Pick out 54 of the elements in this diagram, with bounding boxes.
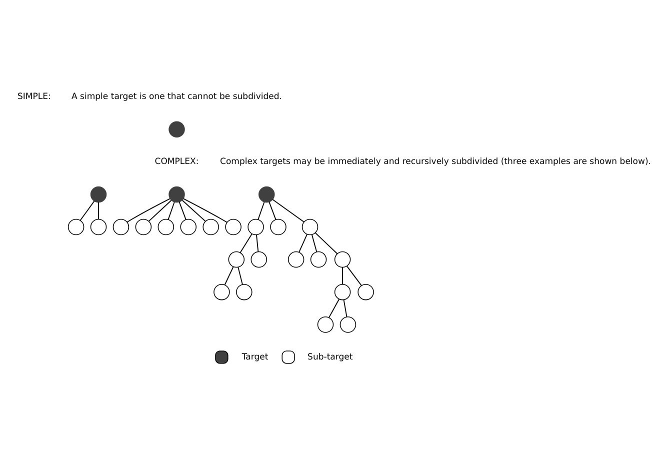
node-circle (202, 218, 219, 235)
node-circle (112, 218, 130, 235)
node-circle (310, 250, 327, 268)
connector (224, 266, 234, 285)
connector (343, 299, 348, 317)
connector (238, 266, 243, 284)
node-circle (334, 283, 351, 300)
connector (298, 233, 308, 252)
node-circle (228, 250, 245, 268)
node-dot (90, 186, 107, 202)
connector (268, 200, 276, 220)
connector (80, 200, 95, 220)
node-circle (340, 316, 356, 332)
connector (183, 198, 228, 222)
node-circle (270, 218, 286, 235)
legend-label: Sub-target (308, 352, 353, 362)
connector (98, 201, 99, 220)
connector (182, 199, 206, 222)
connector (148, 199, 172, 222)
connector (258, 201, 265, 220)
connector (168, 201, 175, 220)
connector (178, 200, 186, 220)
label: A simple target is one that cannot be subdivided. (72, 92, 282, 102)
connector (126, 198, 170, 222)
node-circle (68, 218, 84, 235)
connector (346, 265, 362, 286)
connector (256, 234, 259, 252)
node-circle (288, 250, 304, 268)
connector (328, 298, 340, 318)
node-circle (180, 218, 197, 235)
node-dot (258, 186, 275, 202)
node-circle (250, 250, 268, 268)
label: COMPLEX: (154, 156, 199, 167)
connector (311, 234, 318, 252)
node-circle (248, 218, 264, 235)
node-circle (317, 316, 334, 332)
node-circle (225, 218, 242, 235)
node-circle (90, 218, 107, 235)
label: SIMPLE: (18, 92, 51, 102)
node-circle (358, 283, 374, 300)
legend-label: Target (242, 352, 268, 362)
node-circle (236, 283, 252, 300)
label: Complex targets may be immediately and recursively subdivided (three examples are shown below). (220, 156, 652, 167)
node-circle (302, 218, 318, 235)
connector (240, 233, 252, 253)
node-dot (168, 186, 185, 202)
connector (314, 232, 338, 254)
node-circle (158, 218, 174, 235)
node-circle (214, 283, 230, 300)
node-circle (334, 250, 351, 268)
connector (272, 198, 304, 222)
node-circle (135, 218, 152, 235)
node-dot (168, 120, 185, 138)
connector (342, 266, 344, 284)
